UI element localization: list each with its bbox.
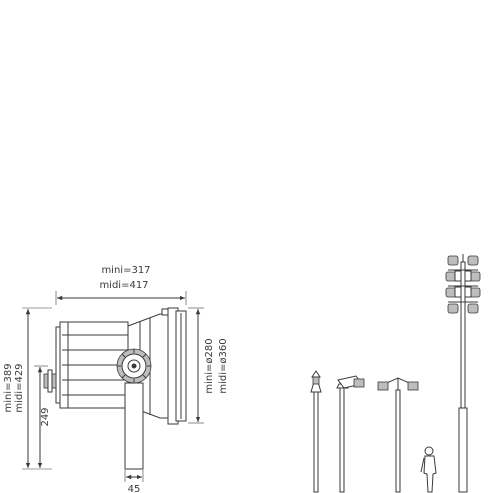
pole-single-top [310, 370, 322, 493]
mast-heads-row-1 [447, 255, 479, 266]
pole-examples [310, 254, 481, 493]
floodlight-side-view: mini=317 midi=417 mini=389 midi=429 249 … [3, 265, 229, 493]
pole-twin-arm [377, 377, 419, 493]
mounting-bracket [124, 382, 144, 470]
width-mini-label: mini=317 [101, 265, 150, 276]
diameter-dimension: mini=ø280 midi=ø360 [188, 307, 229, 424]
bracket-width-label: 45 [128, 484, 141, 493]
pole-angled-single [336, 375, 365, 493]
diameter-midi-label: midi=ø360 [218, 338, 229, 393]
cable-gland [43, 369, 57, 393]
tilt-joint [116, 348, 152, 384]
width-dimension: mini=317 midi=417 [55, 265, 187, 305]
height-mini-label: mini=389 [3, 363, 14, 412]
mast-heads-row-2 [445, 270, 481, 282]
height-dimension: mini=389 midi=429 [3, 307, 52, 470]
mount-height-label: 249 [40, 407, 51, 426]
mast-heads-row-4 [447, 303, 479, 314]
mount-height-dimension: 249 [34, 365, 51, 468]
bracket-width-dimension: 45 [124, 470, 144, 493]
mast-heads-row-3 [445, 286, 481, 298]
diameter-mini-label: mini=ø280 [204, 338, 215, 393]
width-midi-label: midi=417 [99, 280, 148, 291]
pole-multi-head-mast [445, 254, 481, 493]
human-scale-figure [420, 446, 437, 493]
height-midi-label: midi=429 [14, 363, 25, 412]
